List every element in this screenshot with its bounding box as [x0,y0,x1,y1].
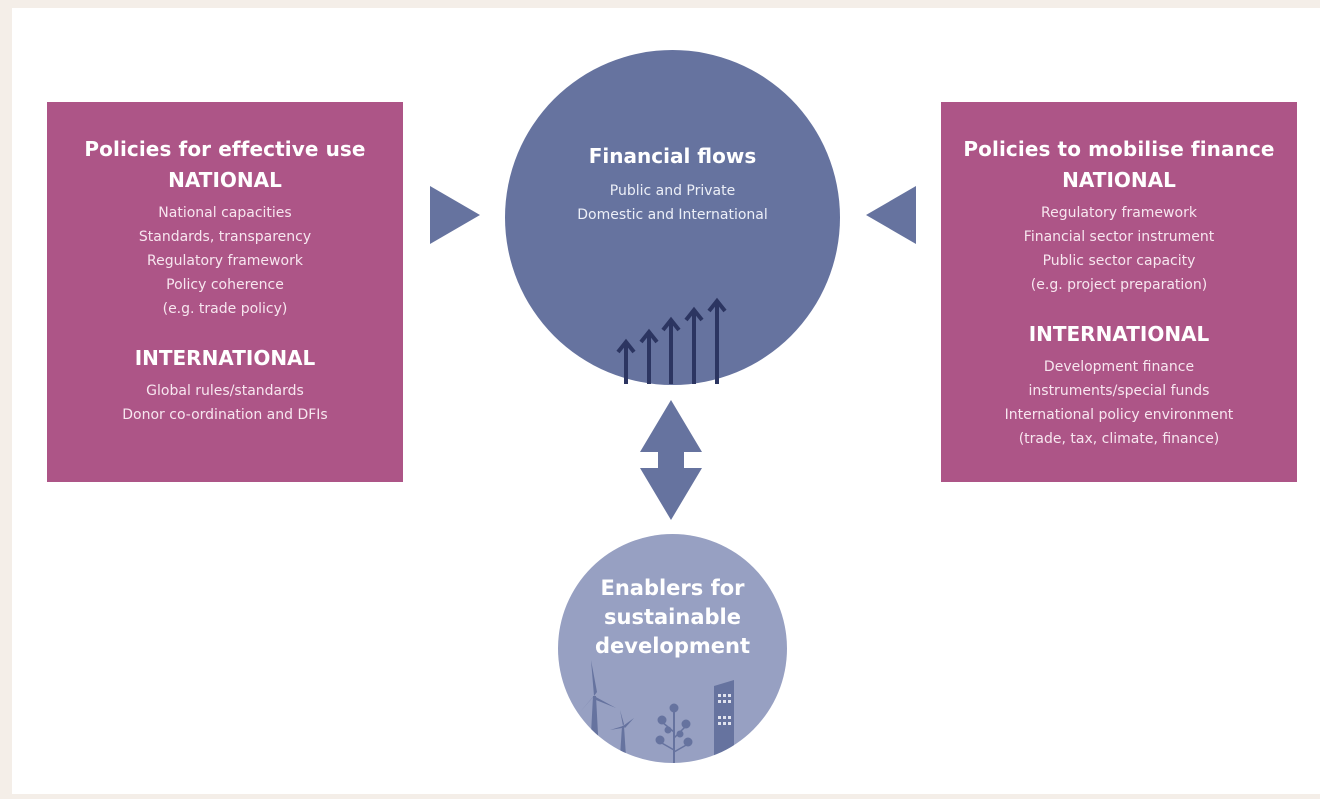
list-item: Policy coherence [166,277,284,293]
list-item: Public sector capacity [1042,253,1196,269]
growth-arrows-icon [616,297,727,384]
financial-flows-line-2: Domestic and International [577,207,768,223]
arrow-right-icon [430,186,480,244]
left-national-heading: NATIONAL [168,168,282,192]
list-item: (e.g. trade policy) [162,301,288,317]
financial-flows-line-1: Public and Private [609,183,736,199]
right-policy-panel: Policies to mobilise finance NATIONAL Re… [941,102,1297,482]
left-national-list: National capacities Standards, transpare… [47,201,403,321]
list-item: Financial sector instrument [1023,229,1215,245]
list-item: International policy environment [1004,407,1234,423]
right-international-list: Development finance instruments/special … [941,355,1297,451]
financial-flows-title: Financial flows [588,144,757,168]
list-item: Development finance [1043,359,1195,375]
financial-flows-circle: Financial flows Public and Private Domes… [505,50,840,385]
left-policy-panel: Policies for effective use NATIONAL Nati… [47,102,403,482]
list-item: National capacities [158,205,292,221]
right-international-heading: INTERNATIONAL [1028,322,1210,346]
enablers-title-line-2: sustainable [604,605,741,629]
list-item: Donor co-ordination and DFIs [122,407,328,423]
building-icon [714,680,734,763]
list-item: Global rules/standards [146,383,304,399]
enablers-title-line-1: Enablers for [600,576,745,600]
enablers-title-line-3: development [595,634,750,658]
tree-icon [655,703,693,763]
left-panel-title: Policies for effective use [84,137,366,161]
list-item: Regulatory framework [147,253,303,269]
wind-turbine-icon [580,660,634,763]
arrow-left-icon [866,186,916,244]
double-arrow-icon [640,400,702,520]
right-panel-title: Policies to mobilise finance [963,137,1275,161]
right-national-heading: NATIONAL [1062,168,1176,192]
list-item: Regulatory framework [1041,205,1197,221]
enablers-title: Enablers for sustainable development [558,574,787,661]
list-item: (trade, tax, climate, finance) [1018,431,1220,447]
list-item: (e.g. project preparation) [1030,277,1208,293]
list-item: Standards, transparency [138,229,312,245]
left-international-list: Global rules/standards Donor co-ordinati… [47,379,403,427]
left-international-heading: INTERNATIONAL [134,346,316,370]
right-national-list: Regulatory framework Financial sector in… [941,201,1297,297]
enablers-circle: Enablers for sustainable development [558,534,787,763]
list-item: instruments/special funds [1028,383,1210,399]
